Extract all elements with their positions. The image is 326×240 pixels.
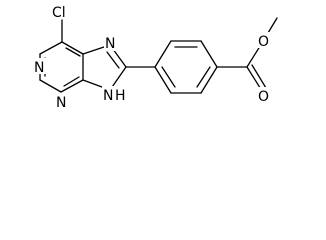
- atom-bg-o-ether: [256, 32, 272, 48]
- bond-n7-c8-inner: [106, 51, 120, 69]
- bond-c6-c5: [61, 41, 84, 55]
- atom-bg-o-carbonyl: [256, 87, 272, 103]
- chemical-structure: Cl N N N N H O O: [32, 3, 278, 111]
- atom-bg-n9h: [102, 86, 130, 102]
- bond-carbonyl-o-double-b: [251, 64, 267, 89]
- bond-n3-c4: [60, 79, 84, 93]
- atom-label-n3: N: [56, 95, 66, 111]
- bond-benz-6-1-inner: [161, 66, 176, 88]
- bond-benz-4-5-inner: [196, 66, 211, 88]
- bond-benz-6-1: [154, 66, 172, 94]
- bond-benz-1-2: [154, 40, 172, 68]
- atom-bg-n7: [104, 35, 118, 51]
- atom-label-n1: N: [34, 60, 44, 76]
- atom-label-n9: N: [103, 88, 113, 104]
- bond-n3-c4-inner: [63, 76, 80, 87]
- bond-benz-4-5: [200, 66, 218, 94]
- bond-c6-c5-inner: [65, 47, 81, 57]
- bond-benz-3-4: [200, 40, 218, 68]
- atom-bg-n1: [32, 58, 46, 74]
- atom-label-n7: N: [105, 36, 115, 52]
- atom-label-o-carbonyl: O: [258, 89, 269, 105]
- atom-label-o-ether: O: [258, 34, 269, 50]
- atom-bg-cl: [53, 3, 73, 19]
- atom-label-h9: H: [115, 88, 126, 104]
- atom-label-cl: Cl: [52, 5, 66, 21]
- bond-c6-n1: [39, 41, 63, 55]
- bond-c2-n3: [39, 79, 62, 93]
- atom-bg-n3: [54, 93, 68, 109]
